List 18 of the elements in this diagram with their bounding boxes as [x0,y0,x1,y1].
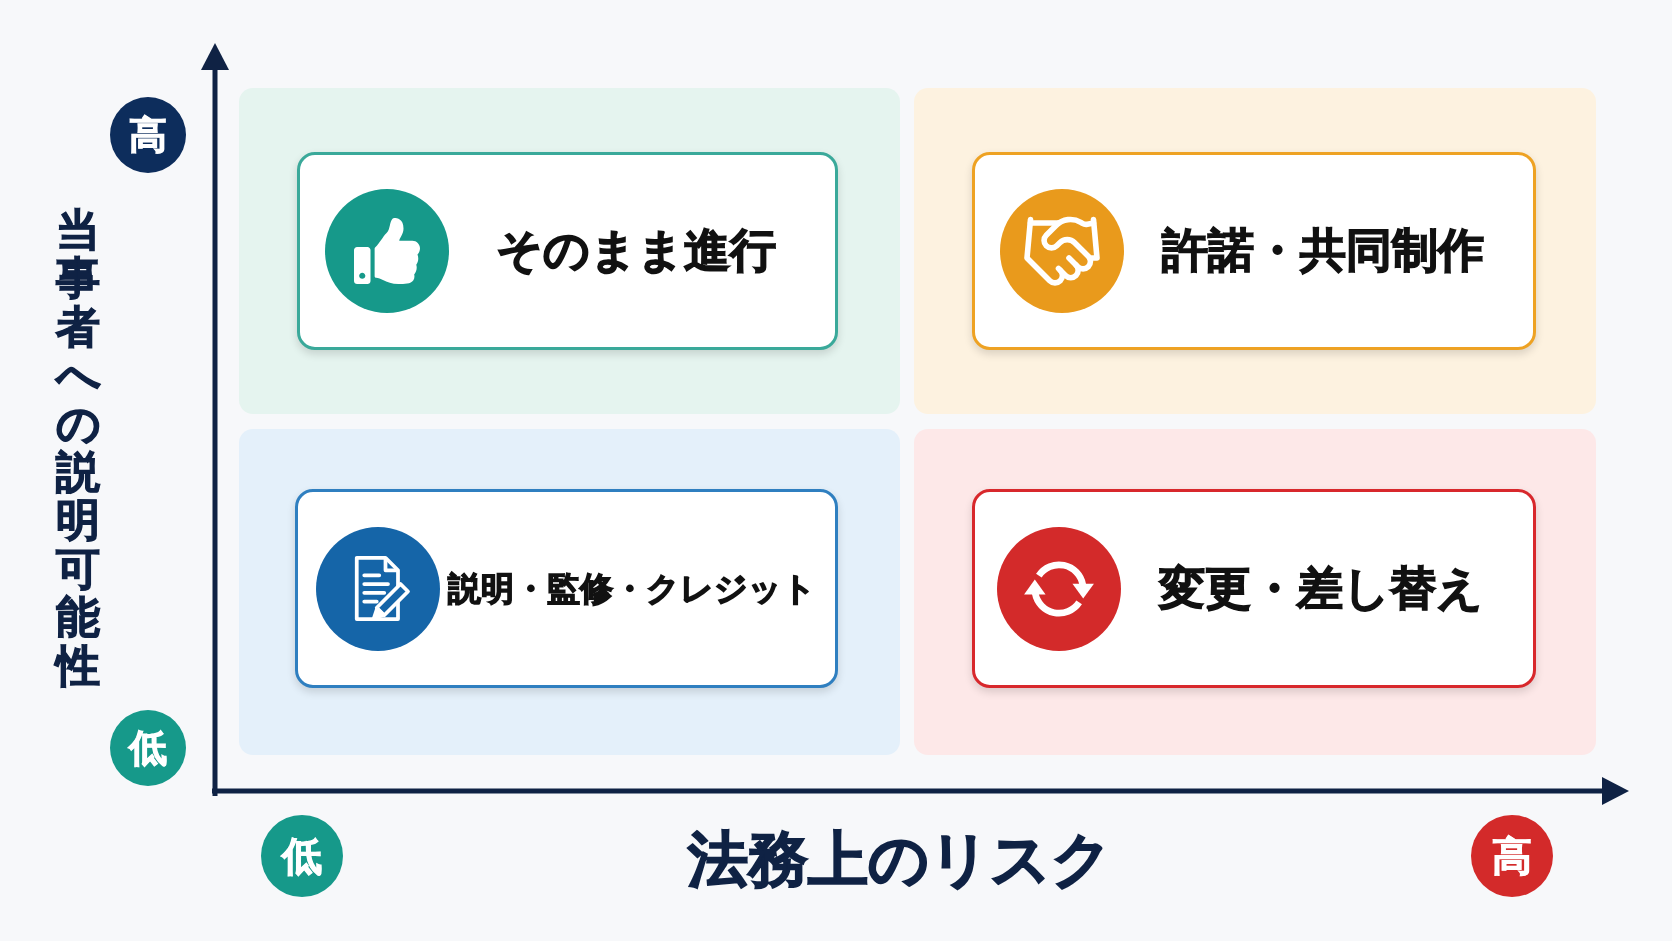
quadrant-panel [239,429,900,755]
card-label: 説明・監修・クレジット [447,567,816,610]
card-label: そのまま進行 [496,222,776,280]
option-card [295,489,838,688]
level-badge: 高 [1471,815,1553,897]
axis-title: 法務上のリスク [688,823,1112,896]
quadrant-panel [239,88,900,414]
level-badge: 低 [110,710,186,786]
option-card [972,489,1536,688]
level-badge: 高 [110,97,186,173]
level-badge: 低 [261,815,343,897]
option-card [297,152,838,350]
axis-title: 当事者への説明可能性 [56,206,100,690]
quadrant-panel [914,429,1596,755]
quadrant-panel [914,88,1596,414]
card-label: 変更・差し替え [1159,559,1483,617]
card-label: 許諾・共同制作 [1161,222,1484,280]
option-card [972,152,1536,350]
